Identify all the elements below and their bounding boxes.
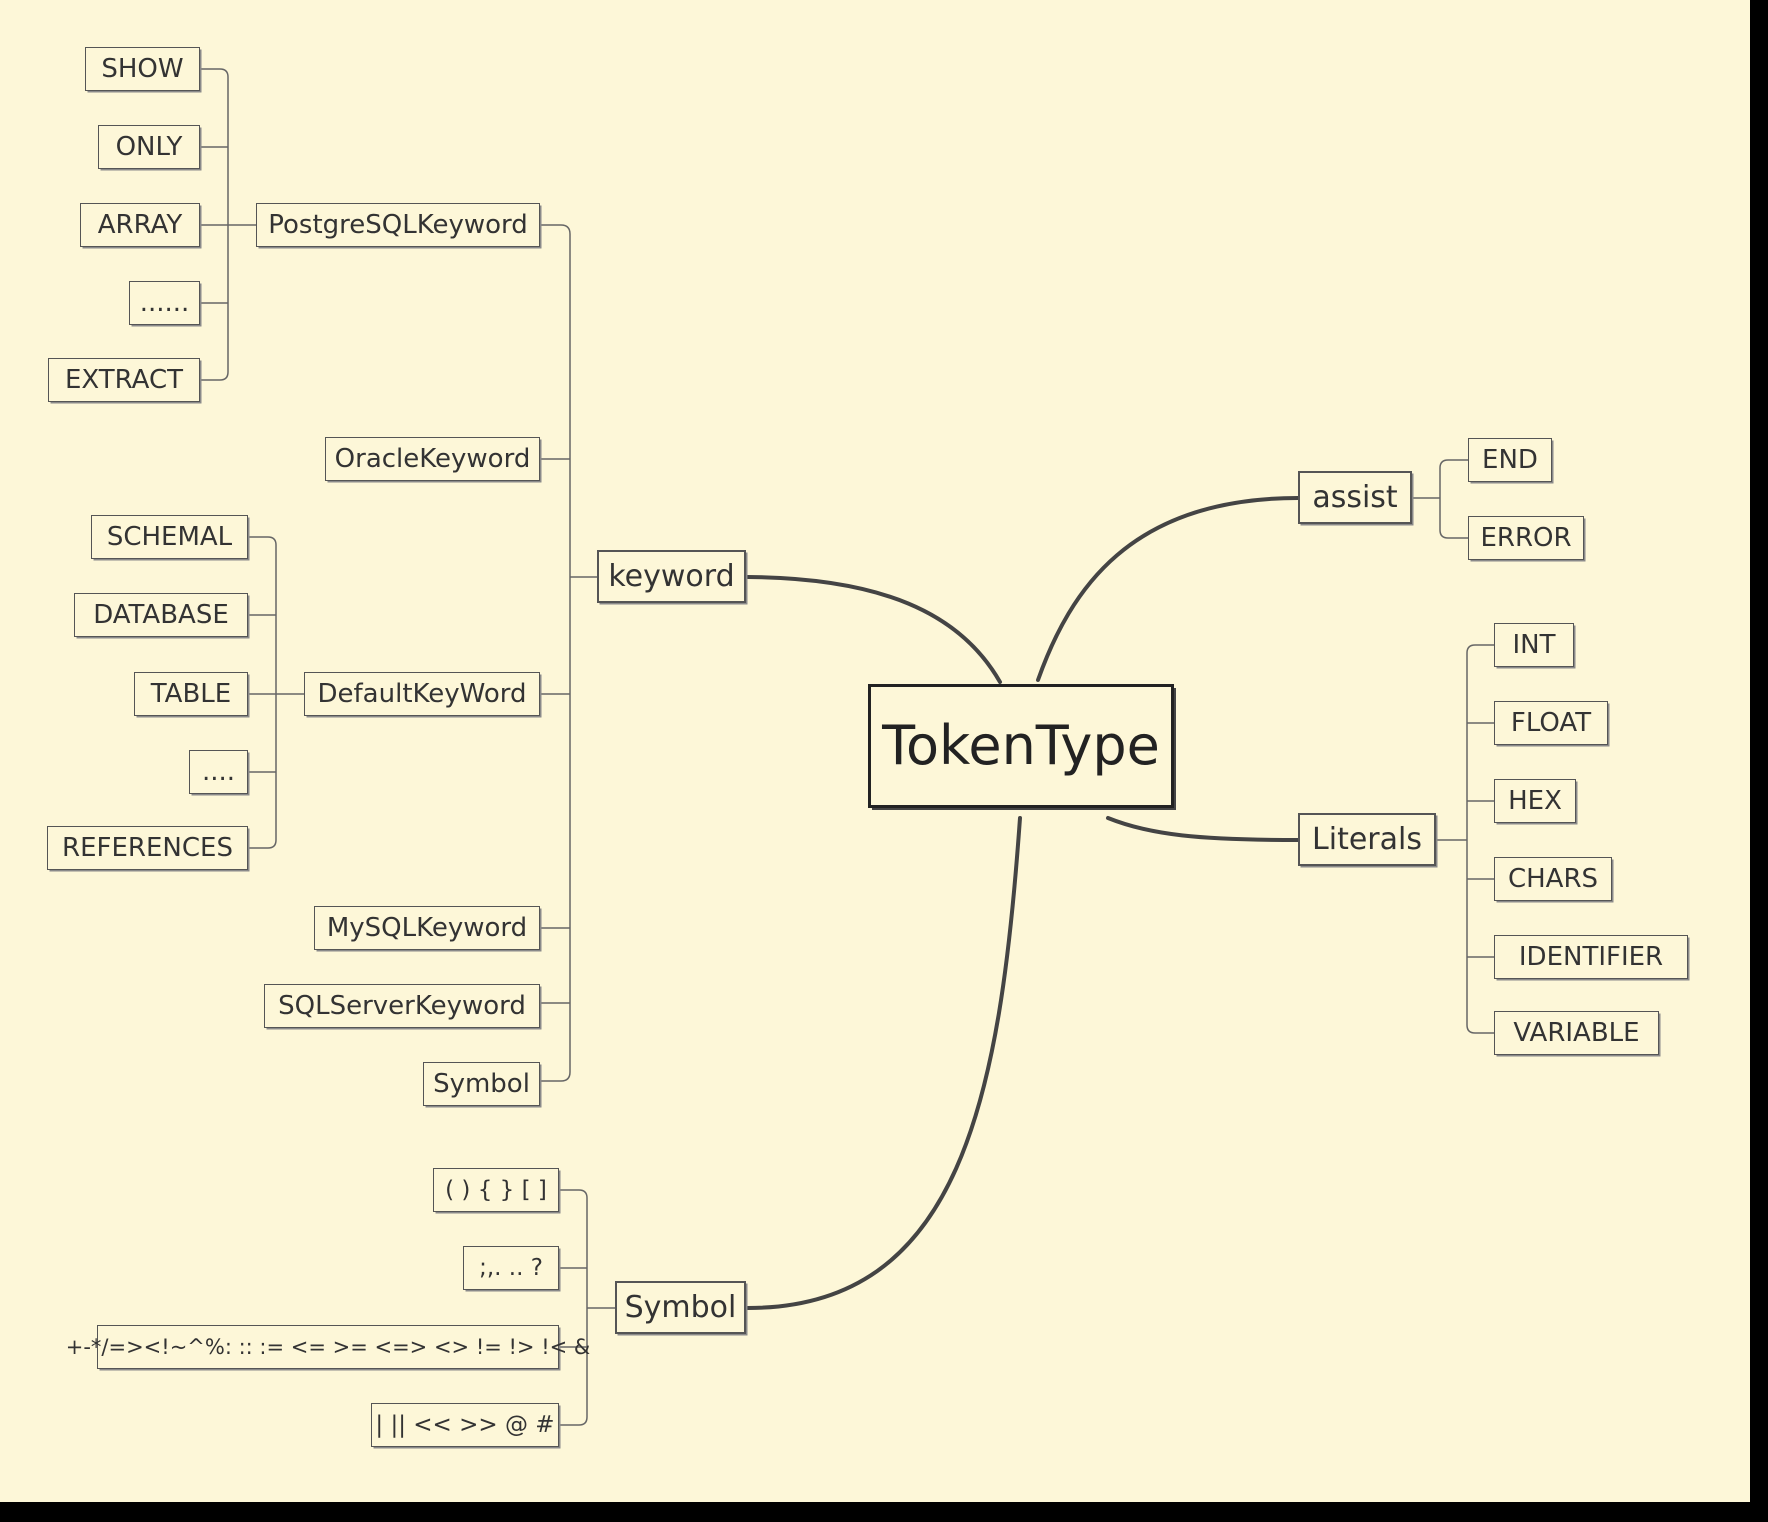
literals-node[interactable]: Literals bbox=[1298, 813, 1436, 866]
leaf-default-more[interactable]: .... bbox=[189, 750, 248, 794]
leaf-operators[interactable]: +-*/=><!~^%: :: := <= >= <=> <> != !> !<… bbox=[66, 1325, 590, 1369]
leaf-error[interactable]: ERROR bbox=[1468, 516, 1584, 560]
link-root-literals bbox=[1106, 816, 1300, 842]
leaf-schemal[interactable]: SCHEMAL bbox=[91, 515, 248, 559]
leaf-table[interactable]: TABLE bbox=[134, 672, 248, 716]
link-root-keyword bbox=[746, 575, 1002, 684]
bracket-literals bbox=[1436, 644, 1494, 1034]
leaf-hex[interactable]: HEX bbox=[1494, 779, 1576, 823]
postgresql-keyword-node[interactable]: PostgreSQLKeyword bbox=[256, 203, 540, 247]
keyword-symbol-node[interactable]: Symbol bbox=[423, 1062, 540, 1106]
leaf-variable[interactable]: VARIABLE bbox=[1494, 1011, 1659, 1055]
oracle-keyword-node[interactable]: OracleKeyword bbox=[325, 437, 540, 481]
leaf-identifier[interactable]: IDENTIFIER bbox=[1494, 935, 1688, 979]
bracket-symbol bbox=[559, 1189, 615, 1426]
bracket-assist bbox=[1412, 459, 1468, 539]
leaf-show[interactable]: SHOW bbox=[85, 47, 200, 91]
keyword-node[interactable]: keyword bbox=[597, 550, 746, 603]
leaf-brackets[interactable]: ( ) { } [ ] bbox=[433, 1168, 559, 1212]
bracket-postgres bbox=[200, 68, 256, 381]
leaf-int[interactable]: INT bbox=[1494, 623, 1574, 667]
sqlserver-keyword-node[interactable]: SQLServerKeyword bbox=[264, 984, 540, 1028]
symbol-node[interactable]: Symbol bbox=[615, 1281, 746, 1334]
leaf-array[interactable]: ARRAY bbox=[80, 203, 200, 247]
leaf-chars[interactable]: CHARS bbox=[1494, 857, 1612, 901]
mindmap-canvas: TokenType keyword PostgreSQLKeyword Orac… bbox=[0, 0, 1750, 1502]
bracket-keyword bbox=[540, 224, 597, 1082]
root-node[interactable]: TokenType bbox=[868, 684, 1174, 808]
link-root-symbol bbox=[746, 816, 1022, 1310]
leaf-postgres-more[interactable]: ...... bbox=[129, 281, 200, 325]
leaf-end[interactable]: END bbox=[1468, 438, 1552, 482]
leaf-extract[interactable]: EXTRACT bbox=[48, 358, 200, 402]
leaf-punctuation[interactable]: ;,. .. ? bbox=[463, 1246, 559, 1290]
bracket-default bbox=[248, 536, 304, 849]
assist-node[interactable]: assist bbox=[1298, 471, 1412, 524]
leaf-only[interactable]: ONLY bbox=[98, 125, 200, 169]
connector-lines bbox=[200, 68, 1494, 1426]
mysql-keyword-node[interactable]: MySQLKeyword bbox=[314, 906, 540, 950]
link-root-assist bbox=[1036, 496, 1300, 682]
leaf-float[interactable]: FLOAT bbox=[1494, 701, 1608, 745]
leaf-references[interactable]: REFERENCES bbox=[47, 826, 248, 870]
leaf-database[interactable]: DATABASE bbox=[74, 593, 248, 637]
leaf-misc-symbols[interactable]: | || << >> @ # bbox=[371, 1403, 559, 1447]
default-keyword-node[interactable]: DefaultKeyWord bbox=[304, 672, 540, 716]
